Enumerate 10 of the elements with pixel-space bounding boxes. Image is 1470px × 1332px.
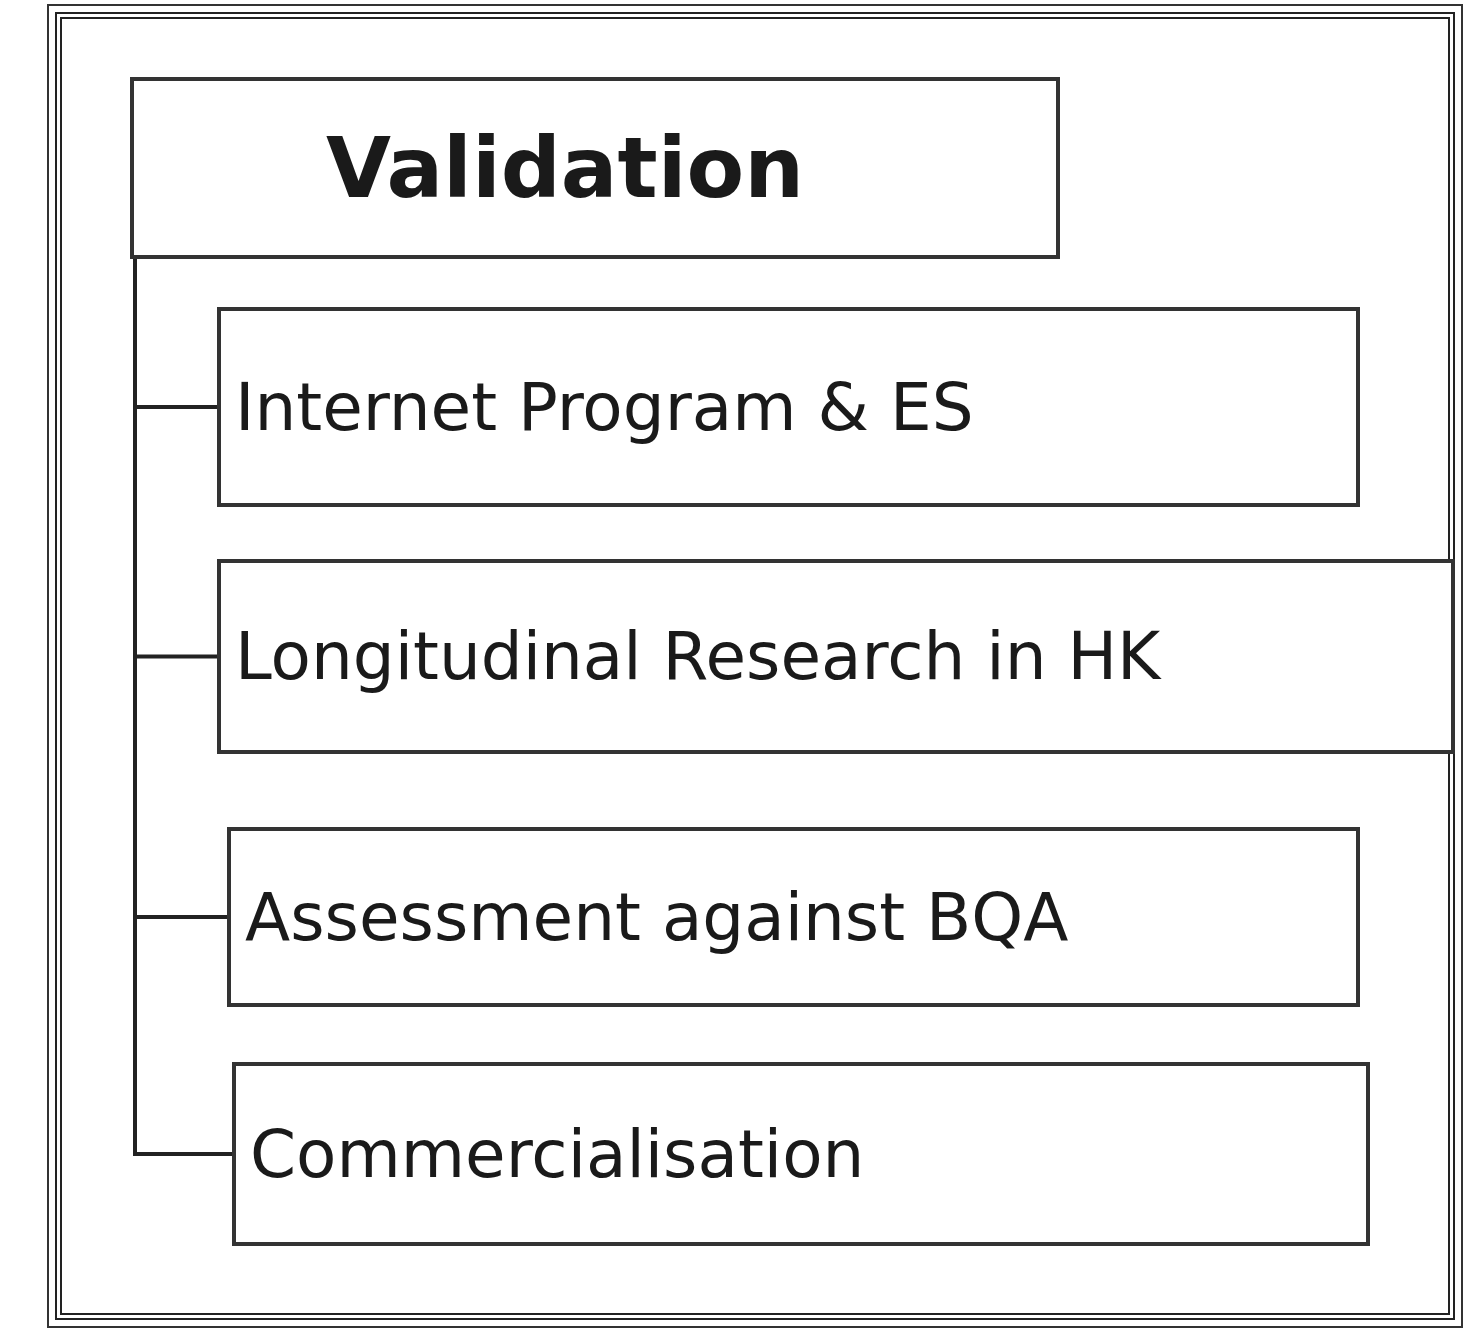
item-box — [232, 1062, 1370, 1246]
item-box — [217, 559, 1455, 754]
item-text: Assessment against BQA — [245, 878, 1069, 956]
item-box — [227, 827, 1360, 1007]
heading-text: Validation — [326, 119, 804, 217]
item-text: Commercialisation — [250, 1115, 865, 1193]
heading-box — [130, 77, 1060, 259]
item-text: Longitudinal Research in HK — [235, 618, 1161, 695]
item-text: Internet Program & ES — [235, 368, 974, 446]
item-box — [217, 307, 1360, 507]
